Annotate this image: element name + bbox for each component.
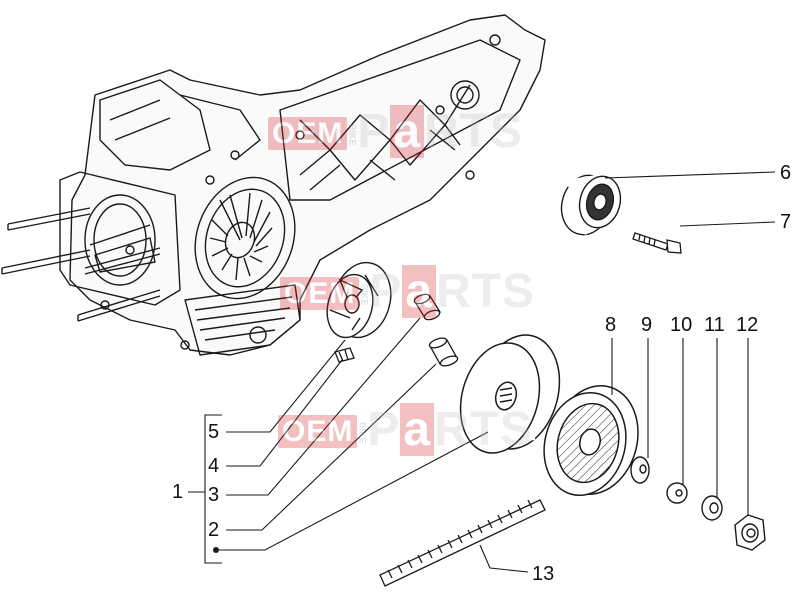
callout-7: 7	[780, 211, 792, 233]
callout-11: 11	[704, 314, 725, 336]
leader-lines	[188, 171, 776, 573]
callout-1: 1	[172, 481, 184, 503]
watermark-bike: BIKE	[347, 123, 358, 146]
callout-13: 13	[532, 563, 555, 585]
callout-10: 10	[670, 314, 693, 336]
bolt-part	[632, 232, 682, 254]
watermark-bike: BIKE	[359, 283, 370, 306]
watermark-bike: BIKE	[357, 421, 368, 444]
watermark-p: P	[367, 403, 401, 456]
watermark-p: P	[369, 265, 403, 318]
watermark-oem: OEM	[280, 277, 360, 311]
crankcase-housing	[1, 14, 546, 356]
callout-6: 6	[780, 162, 792, 184]
ramp-plate-part	[326, 261, 392, 339]
callout-4: 4	[208, 455, 220, 477]
callout-3: 3	[208, 484, 220, 506]
callout-2: 2	[208, 519, 220, 541]
watermark-a: a	[400, 403, 435, 456]
bullet-marker	[213, 547, 219, 553]
roller-upper-part	[413, 293, 441, 321]
nut-part	[734, 514, 766, 551]
watermark-rts: RTS	[436, 265, 536, 318]
watermark-oem: OEM	[278, 415, 358, 449]
washer-11-part	[701, 495, 723, 521]
drive-belt-part	[379, 499, 546, 587]
watermark-rts: RTS	[434, 403, 534, 456]
washer-9-part	[630, 456, 650, 484]
watermark-a: a	[390, 105, 425, 158]
callout-12: 12	[736, 314, 759, 336]
watermark-oem: OEM	[268, 117, 348, 151]
drive-face-part	[543, 385, 639, 497]
callout-8: 8	[605, 314, 617, 336]
callout-9: 9	[641, 314, 653, 336]
washer-10-part	[666, 482, 688, 504]
watermark-a: a	[402, 265, 437, 318]
variator-pulley-part	[459, 334, 561, 454]
watermark-p: P	[357, 105, 391, 158]
watermark-rts: RTS	[424, 105, 524, 158]
slider-part	[334, 347, 355, 363]
callout-5: 5	[208, 421, 220, 443]
roller-lower-part	[428, 337, 459, 367]
idler-roller-part	[560, 174, 622, 236]
